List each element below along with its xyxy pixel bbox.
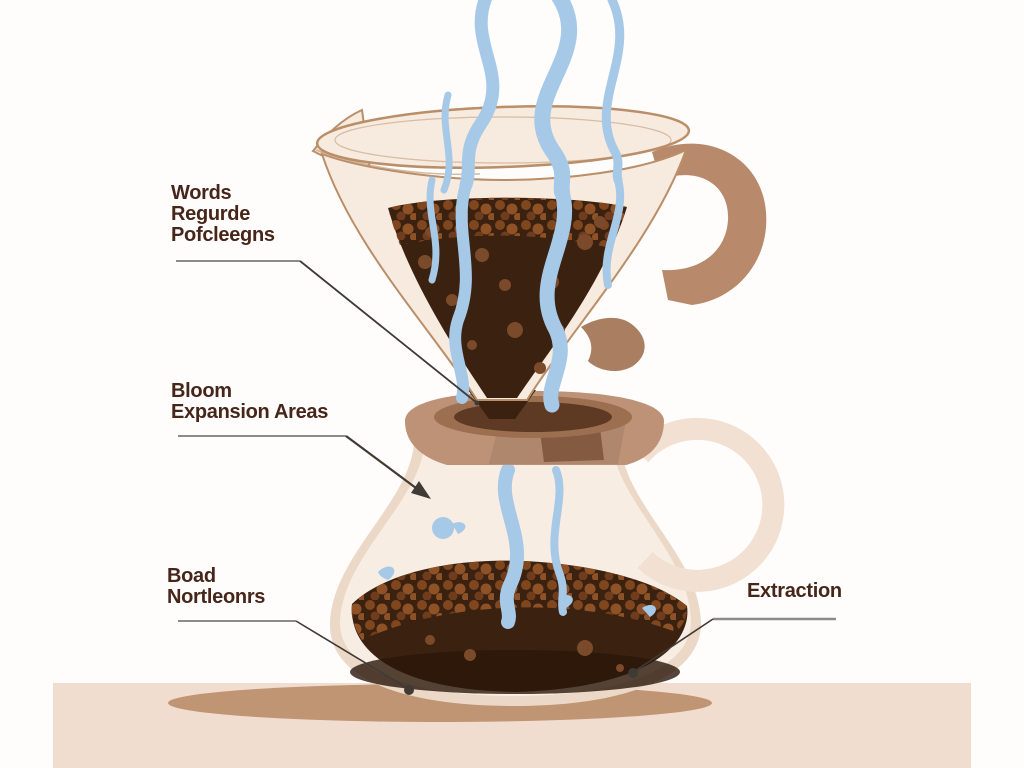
speckle (464, 649, 476, 661)
splash (558, 595, 573, 608)
leader-extraction (628, 617, 836, 678)
speckle (507, 322, 523, 338)
carafe-handle-ring (631, 417, 785, 592)
label-grounds-line3: Pofcleegns (171, 224, 275, 246)
coffee-bed-pebbles (351, 560, 688, 640)
water-ribbon (539, 184, 573, 413)
speckle (418, 255, 432, 269)
speckle (577, 640, 593, 656)
label-grounds: Words Regurde Pofcleegns (171, 183, 275, 246)
collar-opening-hole (454, 402, 612, 432)
label-bed-line1: Boad (167, 565, 216, 587)
speckle (446, 294, 458, 306)
splash (378, 566, 395, 580)
dripper-handle (652, 143, 767, 305)
droplet (432, 517, 454, 539)
speckle (616, 664, 624, 672)
water-ribbon (426, 176, 440, 284)
leader-bed (178, 620, 414, 695)
label-grounds-line1: Words (171, 182, 232, 204)
leader-grounds (176, 260, 480, 406)
speckle (425, 635, 435, 645)
coffee-liquid (350, 650, 680, 694)
grounds-cone (388, 197, 627, 398)
steam-ribbon (440, 91, 453, 194)
steam-ribbon (534, 0, 578, 200)
leader-endpoint-dot (474, 400, 480, 406)
label-extraction-line1: Extraction (747, 580, 842, 602)
water-ribbon (449, 179, 472, 404)
steam-ribbon (459, 0, 500, 192)
splash (642, 605, 656, 617)
water-ribbon (602, 176, 625, 289)
label-bed: Boad Nortleonrs (167, 566, 265, 608)
label-bloom-line2: Expansion Areas (171, 401, 329, 423)
leader-arrowhead (411, 481, 431, 499)
speckle (467, 340, 477, 350)
speckle (534, 362, 546, 374)
funnel-rim-inner-line (334, 116, 672, 164)
label-grounds-line2: Regurde (171, 203, 251, 225)
water-droplets (378, 517, 656, 617)
label-bed-line2: Nortleonrs (167, 586, 266, 608)
speckle (577, 234, 593, 250)
leader-lines (176, 260, 836, 695)
speckle (594, 216, 606, 228)
steam-ribbon (601, 0, 625, 185)
speckle (475, 248, 489, 262)
funnel-rim (315, 105, 691, 169)
droplet-tail (452, 522, 466, 534)
water-stream (497, 463, 524, 629)
label-bloom-line1: Bloom (171, 380, 232, 402)
leader-diagonal (295, 620, 408, 689)
steam-streams (426, 0, 625, 413)
leader-endpoint-dot (628, 668, 638, 678)
label-bloom: Bloom Expansion Areas (171, 381, 328, 423)
leader-diagonal (634, 618, 714, 672)
leader-endpoint-dot (404, 685, 414, 695)
label-extraction: Extraction (747, 581, 842, 602)
leader-diagonal (299, 260, 478, 404)
leader-diagonal (345, 435, 425, 495)
coffee-bed (350, 560, 688, 694)
dripper-knob (581, 317, 645, 372)
leader-bloom (178, 435, 431, 499)
speckle (499, 279, 511, 291)
bed-speckles (425, 635, 624, 672)
dripper-collar (405, 390, 664, 465)
